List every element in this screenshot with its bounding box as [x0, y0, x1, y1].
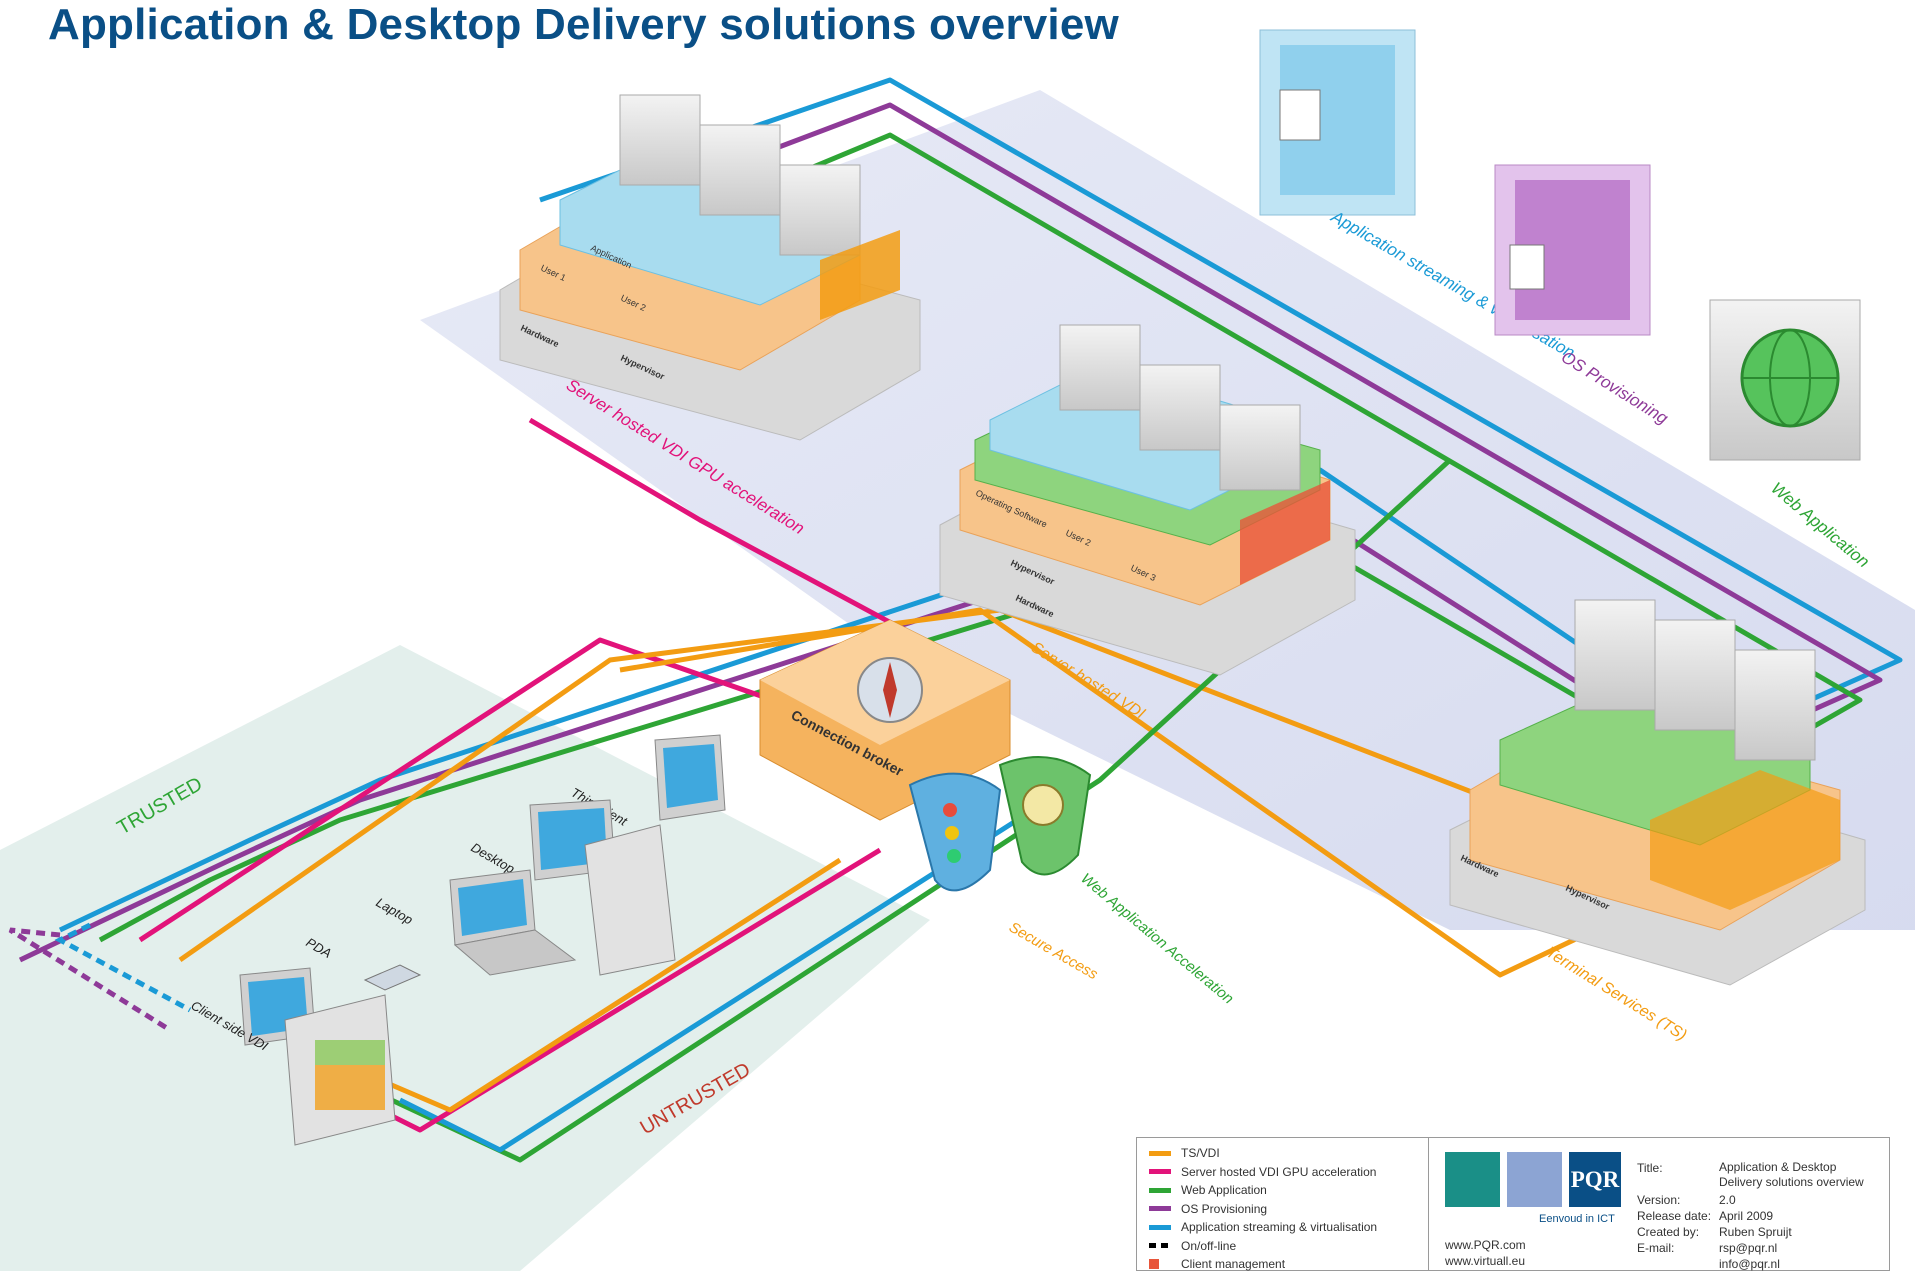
desktop-client — [529, 799, 676, 976]
legend: TS/VDI Server hosted VDI GPU acceleration… — [1136, 1137, 1442, 1271]
legend-label: TS/VDI — [1181, 1146, 1220, 1161]
os-provisioning-server — [1494, 164, 1651, 336]
streaming-line — [58, 77, 1903, 933]
legend-swatch — [1149, 1259, 1159, 1270]
connection-broker — [759, 619, 1011, 821]
secure-access-shield — [908, 772, 1002, 892]
legend-swatch — [1149, 1187, 1171, 1193]
legend-label: Server hosted VDI GPU acceleration — [1181, 1164, 1377, 1179]
release-date-label: Release date: — [1637, 1209, 1712, 1223]
legend-item: Client management — [1149, 1255, 1431, 1274]
legend-label: Application streaming & virtualisation — [1181, 1220, 1378, 1235]
legend-label: Web Application — [1181, 1183, 1267, 1198]
created-by-label: Created by: — [1637, 1225, 1700, 1239]
version-label: Version: — [1637, 1193, 1681, 1207]
streaming-line-2 — [398, 777, 1082, 1153]
terminal-services-server: Hardware Hypervisor — [1449, 599, 1866, 986]
url-pqr[interactable]: www.PQR.com — [1445, 1238, 1526, 1252]
legend-item: Server hosted VDI GPU acceleration — [1149, 1163, 1431, 1182]
legend-item: On/off-line — [1149, 1237, 1431, 1256]
logo-square-teal — [1445, 1152, 1500, 1207]
email-value[interactable]: rsp@pqr.nl — [1719, 1241, 1778, 1255]
app-streaming-server — [1259, 29, 1416, 216]
legend-item: Application streaming & virtualisation — [1149, 1218, 1431, 1237]
web-acceleration-label: Web Application Acceleration — [1077, 870, 1236, 1008]
info-box: PQR Eenvoud in ICT www.PQR.com www.virtu… — [1428, 1137, 1890, 1271]
gauge-icon — [1022, 784, 1064, 826]
legend-swatch — [1149, 1243, 1171, 1249]
title-field-value: Application & Desktop Delivery solutions… — [1719, 1160, 1864, 1189]
legend-item: Web Application — [1149, 1181, 1431, 1200]
secure-access-label: Secure Access — [1006, 919, 1101, 984]
legend-label: OS Provisioning — [1181, 1201, 1268, 1216]
offline-os-line — [8, 927, 172, 1033]
legend-label: Client management — [1181, 1257, 1286, 1272]
legend-swatch — [1149, 1169, 1171, 1175]
tagline: Eenvoud in ICT — [1539, 1213, 1615, 1225]
legend-item: OS Provisioning — [1149, 1200, 1431, 1219]
legend-swatch — [1149, 1206, 1171, 1212]
thin-client — [654, 734, 726, 821]
email-label: E-mail: — [1637, 1241, 1675, 1255]
client-side-vdi — [239, 967, 396, 1146]
web-app-server — [1709, 299, 1861, 461]
version-value: 2.0 — [1719, 1193, 1736, 1207]
release-date-value: April 2009 — [1719, 1209, 1774, 1223]
web-line — [98, 132, 1863, 943]
laptop-client — [449, 869, 577, 976]
title-field-label: Title: — [1637, 1161, 1663, 1175]
legend-label: On/off-line — [1181, 1238, 1237, 1253]
legend-item: TS/VDI — [1149, 1144, 1431, 1163]
vdi-server: Hypervisor Hardware Operating Software U… — [939, 324, 1356, 676]
pqr-logo: PQR — [1569, 1152, 1621, 1207]
legend-swatch — [1149, 1150, 1171, 1156]
pda-client — [363, 964, 422, 991]
offline-lines — [8, 922, 192, 1033]
web-acceleration-shield — [998, 756, 1092, 876]
page-title: Application & Desktop Delivery solutions… — [48, 0, 1119, 49]
logo-square-periwinkle — [1507, 1152, 1562, 1207]
os-provisioning-line — [18, 102, 1883, 963]
offline-streaming-line — [54, 922, 192, 1013]
gpu-vdi-server: Hardware Hypervisor Application User 1 U… — [499, 94, 921, 441]
ts-vdi-line-2 — [379, 857, 842, 1113]
created-by-value: Ruben Spruijt — [1719, 1225, 1792, 1239]
legend-swatch — [1149, 1224, 1171, 1230]
url-virtuall[interactable]: www.virtuall.eu — [1445, 1254, 1526, 1268]
email-value-2[interactable]: info@pqr.nl — [1719, 1257, 1780, 1271]
